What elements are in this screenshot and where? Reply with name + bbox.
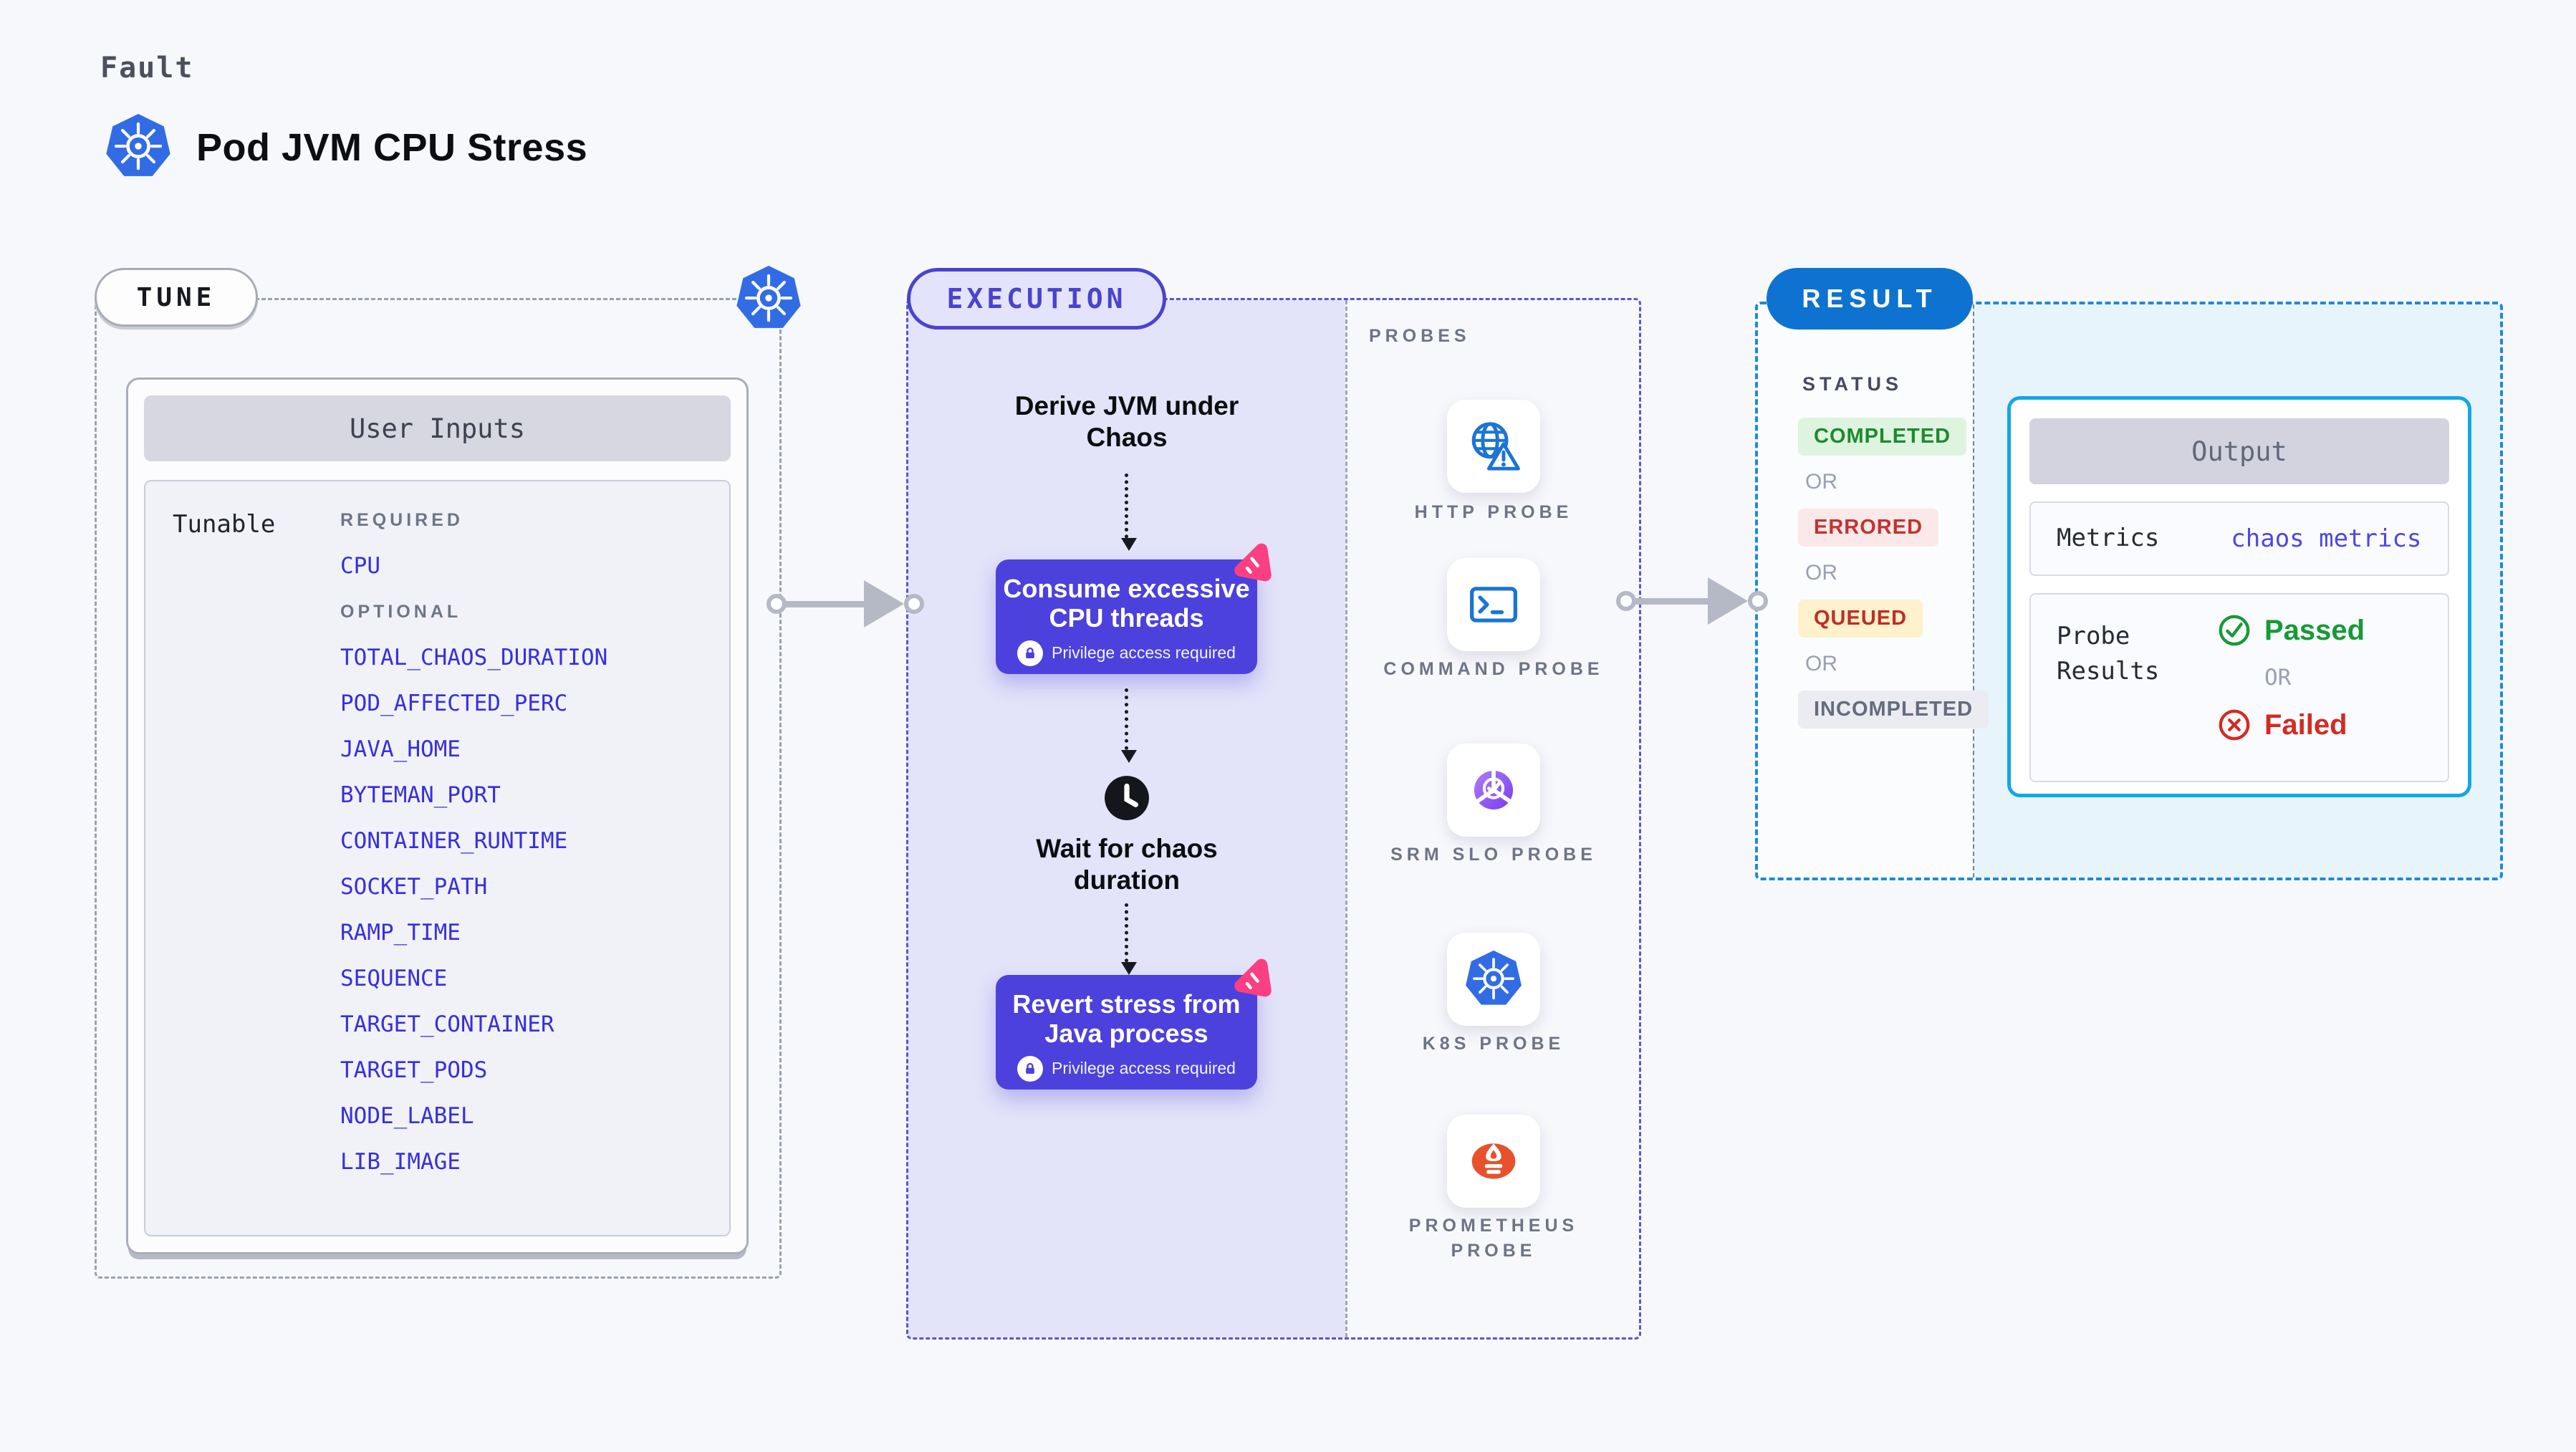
action-title: Revert stress from Java process bbox=[1012, 989, 1241, 1049]
lock-icon bbox=[1017, 640, 1044, 666]
kubernetes-corner-icon bbox=[735, 265, 802, 332]
action-revert-stress: Revert stress from Java process Privileg… bbox=[996, 958, 1272, 1090]
or-label: OR bbox=[1805, 561, 1837, 585]
status-badge-queued: QUEUED bbox=[1798, 600, 1923, 638]
param-item: CPU bbox=[340, 553, 380, 579]
failed-line: Failed bbox=[2217, 708, 2365, 742]
user-inputs-title: User Inputs bbox=[144, 395, 731, 461]
clock-icon bbox=[1103, 774, 1150, 822]
or-label: OR bbox=[2264, 665, 2292, 691]
probe-results-row: Probe Results Passed OR Failed bbox=[2029, 593, 2449, 782]
param-item: SOCKET_PATH bbox=[340, 874, 488, 900]
step-derive-jvm: Derive JVM under Chaos bbox=[1014, 391, 1239, 453]
param-item: LIB_IMAGE bbox=[340, 1149, 461, 1175]
metrics-label: Metrics bbox=[2057, 524, 2160, 553]
arrow-execution-to-result bbox=[1616, 576, 1771, 626]
http-probe-icon bbox=[1471, 422, 1520, 471]
output-title: Output bbox=[2029, 418, 2449, 484]
output-card: Output Metrics chaos metrics Probe Resul… bbox=[2007, 396, 2471, 797]
step-wait-duration: Wait for chaos duration bbox=[1036, 834, 1218, 895]
param-item: TARGET_PODS bbox=[340, 1057, 488, 1083]
or-label: OR bbox=[1805, 652, 1837, 675]
failed-label: Failed bbox=[2264, 708, 2347, 741]
status-badge-incompleted: INCOMPLETED bbox=[1798, 691, 1989, 729]
privilege-note: Privilege access required bbox=[1052, 1059, 1236, 1078]
flow-arrow-down-icon bbox=[1121, 688, 1137, 763]
fault-kicker: Fault bbox=[100, 52, 194, 85]
probe-label: COMMAND PROBE bbox=[1383, 659, 1604, 679]
result-section: STATUS COMPLETED OR ERRORED OR QUEUED OR… bbox=[1755, 302, 2503, 880]
param-item: TOTAL_CHAOS_DURATION bbox=[340, 645, 608, 670]
status-badge-errored: ERRORED bbox=[1798, 509, 1939, 547]
k8s-probe-icon bbox=[1466, 950, 1522, 1005]
param-column: REQUIRED CPU OPTIONAL TOTAL_CHAOS_DURATI… bbox=[340, 497, 715, 1185]
prometheus-probe-icon bbox=[1471, 1143, 1516, 1179]
param-item: CONTAINER_RUNTIME bbox=[340, 828, 568, 854]
x-circle-icon bbox=[2219, 709, 2250, 741]
metrics-value: chaos metrics bbox=[2231, 524, 2422, 553]
probes-label: PROBES bbox=[1369, 326, 1471, 346]
command-probe-card bbox=[1447, 558, 1540, 651]
tune-pill: TUNE bbox=[95, 268, 258, 327]
passed-line: Passed bbox=[2217, 613, 2365, 648]
chaos-logo-icon bbox=[1228, 537, 1278, 587]
param-item: RAMP_TIME bbox=[340, 920, 461, 946]
probe-label: PROMETHEUS PROBE bbox=[1408, 1216, 1579, 1261]
result-pill: RESULT bbox=[1767, 268, 1973, 330]
prometheus-probe-card bbox=[1447, 1115, 1540, 1208]
param-item: SEQUENCE bbox=[340, 966, 448, 991]
http-probe-card bbox=[1447, 400, 1540, 493]
lock-icon bbox=[1017, 1055, 1044, 1082]
privilege-note: Privilege access required bbox=[1052, 643, 1236, 663]
action-consume-cpu: Consume excessive CPU threads Privilege … bbox=[996, 543, 1272, 674]
user-inputs-card: User Inputs Tunable REQUIRED CPU OPTIONA… bbox=[126, 378, 749, 1254]
action-title: Consume excessive CPU threads bbox=[1003, 574, 1250, 633]
check-circle-icon bbox=[2219, 615, 2250, 646]
command-probe-icon bbox=[1469, 587, 1518, 622]
tunable-row-label: Tunable bbox=[173, 510, 276, 539]
kubernetes-icon bbox=[105, 113, 172, 181]
arrow-tune-to-execution bbox=[766, 579, 927, 629]
status-label: STATUS bbox=[1802, 373, 1903, 395]
probe-label: SRM SLO PROBE bbox=[1390, 845, 1597, 865]
status-badge-completed: COMPLETED bbox=[1798, 418, 1967, 456]
chaos-logo-icon bbox=[1228, 953, 1278, 1003]
probe-label: K8S PROBE bbox=[1422, 1034, 1565, 1054]
param-item: JAVA_HOME bbox=[340, 736, 461, 762]
probe-results-label: Probe Results bbox=[2057, 622, 2160, 686]
passed-label: Passed bbox=[2264, 614, 2365, 646]
param-item: BYTEMAN_PORT bbox=[340, 782, 501, 808]
k8s-probe-card bbox=[1447, 933, 1540, 1026]
tunables-list: Tunable REQUIRED CPU OPTIONAL TOTAL_CHAO… bbox=[144, 480, 731, 1236]
flow-arrow-down-icon bbox=[1121, 903, 1137, 975]
flow-arrow-down-icon bbox=[1121, 473, 1137, 551]
srm-slo-probe-icon bbox=[1474, 769, 1514, 810]
param-item: TARGET_CONTAINER bbox=[340, 1011, 554, 1037]
required-section-label: REQUIRED bbox=[340, 509, 463, 530]
param-item: NODE_LABEL bbox=[340, 1103, 474, 1129]
page-title: Pod JVM CPU Stress bbox=[196, 126, 588, 169]
execution-section: Derive JVM under Chaos Consume excessive… bbox=[906, 298, 1641, 1340]
tune-section bbox=[95, 298, 782, 1279]
metrics-row: Metrics chaos metrics bbox=[2029, 501, 2449, 576]
srm-slo-probe-card bbox=[1447, 744, 1540, 837]
optional-section-label: OPTIONAL bbox=[340, 601, 462, 622]
execution-pill: EXECUTION bbox=[907, 268, 1166, 330]
probe-label: HTTP PROBE bbox=[1414, 502, 1573, 522]
status-list: COMPLETED OR ERRORED OR QUEUED OR INCOMP… bbox=[1798, 418, 1989, 729]
or-label: OR bbox=[1805, 470, 1837, 494]
param-item: POD_AFFECTED_PERC bbox=[340, 691, 568, 716]
status-panel bbox=[1758, 304, 1973, 878]
